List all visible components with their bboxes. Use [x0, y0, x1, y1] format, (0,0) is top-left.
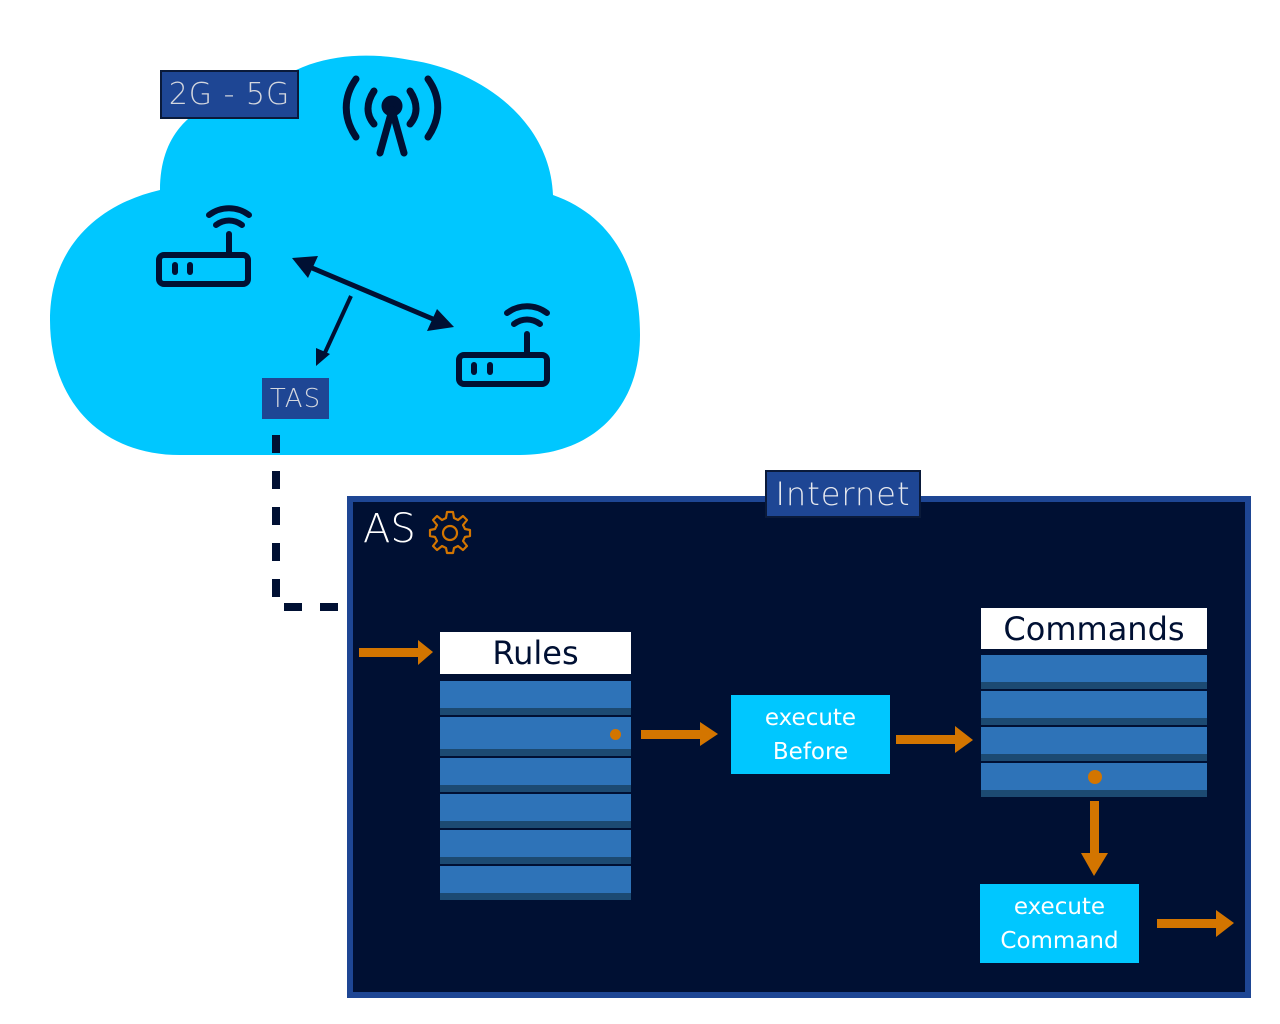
router-icon [156, 205, 252, 287]
execute-before-line1: execute [764, 704, 857, 731]
tas-arrow [316, 295, 353, 366]
commands-row-active[interactable] [981, 763, 1207, 797]
tas-badge: TAS [262, 378, 329, 419]
execute-command-box: execute Command [980, 884, 1139, 963]
commands-row[interactable] [981, 727, 1207, 761]
execute-command-line2: Command [1000, 927, 1119, 954]
commands-row[interactable] [981, 691, 1207, 725]
rules-table [440, 681, 631, 902]
rules-row[interactable] [440, 681, 631, 715]
tas-to-as-connector [272, 435, 343, 611]
router-link-arrow [292, 256, 454, 331]
rules-row[interactable] [440, 866, 631, 900]
execute-before-line2: Before [772, 738, 849, 765]
commands-table [981, 655, 1207, 799]
rules-row-active[interactable] [440, 717, 631, 756]
router-icon [456, 303, 550, 387]
antenna-icon [342, 75, 442, 157]
commands-row[interactable] [981, 655, 1207, 689]
execute-before-box: execute Before [731, 695, 890, 774]
active-rule-marker [610, 729, 621, 740]
active-command-marker [1088, 770, 1102, 784]
network-generation-badge: 2G - 5G [160, 70, 299, 119]
rules-row[interactable] [440, 758, 631, 792]
gear-icon [428, 510, 472, 555]
execute-command-line1: execute [1013, 893, 1106, 920]
commands-table-header: Commands [981, 608, 1207, 649]
rules-row[interactable] [440, 794, 631, 828]
internet-badge: Internet [765, 470, 921, 518]
rules-row[interactable] [440, 830, 631, 864]
as-title: AS [363, 506, 416, 552]
rules-table-header: Rules [440, 632, 631, 674]
